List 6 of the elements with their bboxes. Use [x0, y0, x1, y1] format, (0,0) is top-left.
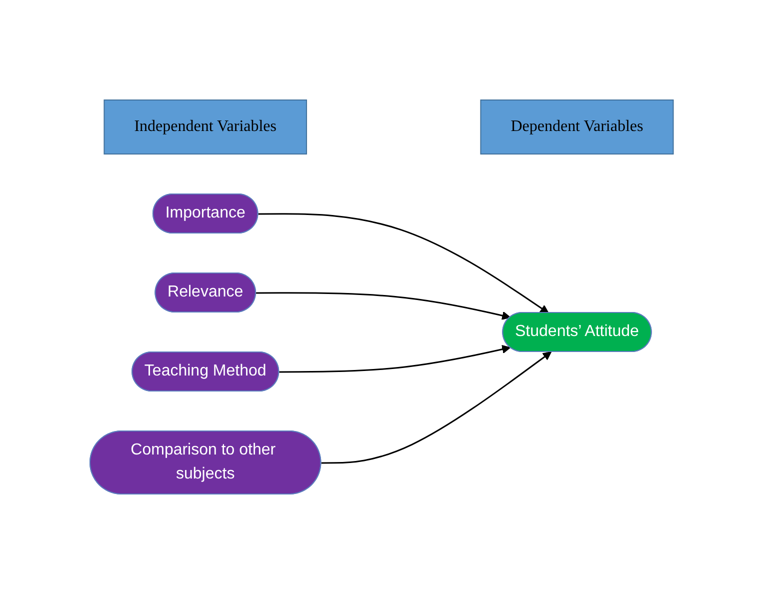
arrow — [280, 344, 512, 373]
node-box: Dependent Variables — [480, 100, 674, 154]
arrow — [322, 352, 552, 464]
node-box: Independent Variables — [104, 100, 308, 154]
arrow — [258, 213, 550, 314]
arrow — [256, 292, 512, 320]
